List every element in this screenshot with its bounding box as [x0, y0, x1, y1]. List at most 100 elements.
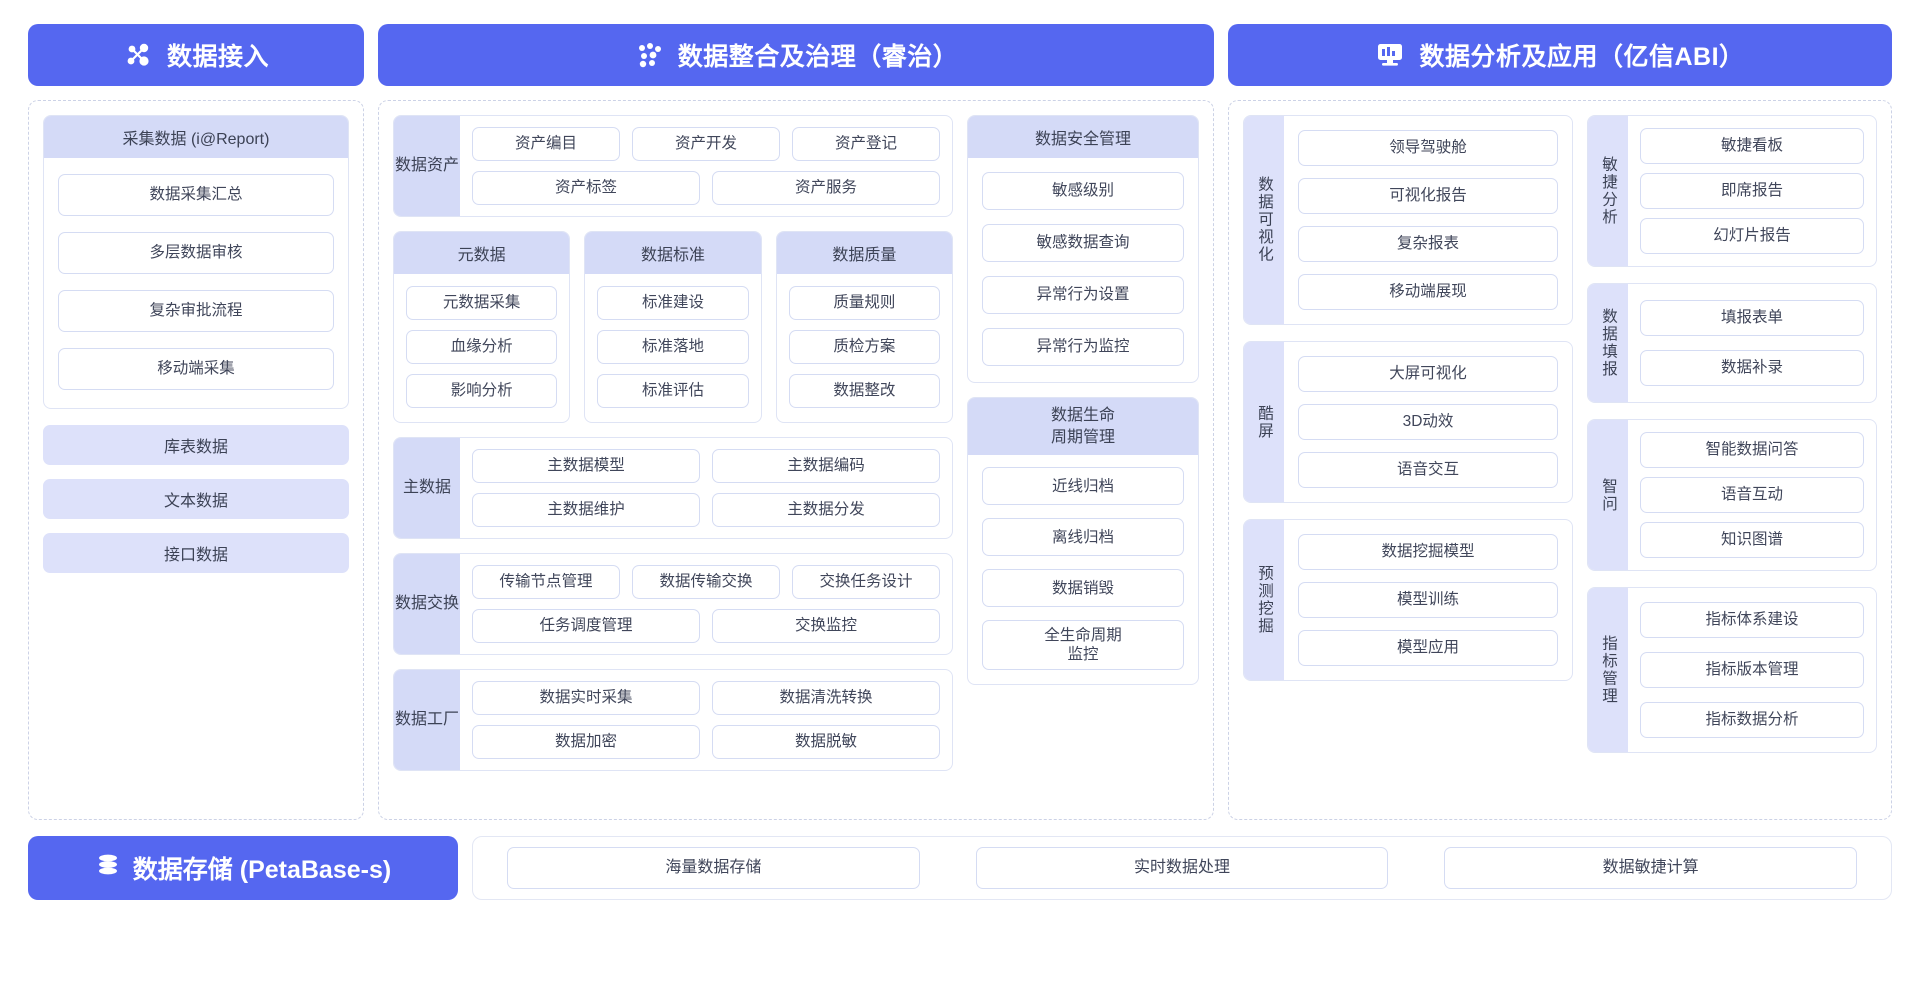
smart-query-item[interactable]: 语音互动	[1640, 477, 1864, 513]
master-data-item[interactable]: 主数据维护	[472, 493, 700, 527]
data-exchange-item[interactable]: 任务调度管理	[472, 609, 700, 643]
storage-item[interactable]: 数据敏捷计算	[1444, 847, 1858, 889]
cool-screen-item[interactable]: 3D动效	[1298, 404, 1558, 440]
data-security-item[interactable]: 敏感数据查询	[982, 224, 1184, 262]
storage-badge[interactable]: 数据存储 (PetaBase-s)	[28, 836, 458, 900]
data-asset-item[interactable]: 资产服务	[712, 171, 940, 205]
data-factory-item[interactable]: 数据加密	[472, 725, 700, 759]
governance-tri-panels: 元数据 元数据采集 血缘分析 影响分析 数据标准 标准建设	[393, 231, 953, 423]
smart-query-item[interactable]: 智能数据问答	[1640, 432, 1864, 468]
data-asset-item[interactable]: 资产开发	[632, 127, 780, 161]
data-lifecycle-item[interactable]: 近线归档	[982, 467, 1184, 506]
indicator-management-item[interactable]: 指标体系建设	[1640, 602, 1864, 638]
data-factory-item[interactable]: 数据脱敏	[712, 725, 940, 759]
data-quality-item[interactable]: 质量规则	[788, 286, 940, 320]
data-security-item[interactable]: 异常行为设置	[982, 276, 1184, 314]
column-body-data-ingest: 采集数据 (i@Report) 数据采集汇总 多层数据审核 复杂审批流程 移动端…	[28, 100, 364, 820]
data-lifecycle-panel: 数据生命 周期管理 近线归档 离线归档 数据销毁 全生命周期 监控	[967, 397, 1199, 686]
cool-screen-label: 酷屏	[1244, 342, 1284, 502]
data-visualization-item[interactable]: 领导驾驶舱	[1298, 130, 1558, 166]
data-reporting-item[interactable]: 数据补录	[1640, 350, 1864, 386]
data-security-item[interactable]: 敏感级别	[982, 172, 1184, 210]
data-dots-icon	[634, 40, 664, 70]
data-visualization-label: 数据可视化	[1244, 116, 1284, 324]
metadata-item[interactable]: 影响分析	[406, 374, 558, 408]
data-factory-items: 数据实时采集 数据清洗转换 数据加密 数据脱敏	[460, 670, 952, 770]
data-quality-item[interactable]: 数据整改	[788, 374, 940, 408]
metadata-item[interactable]: 元数据采集	[406, 286, 558, 320]
data-asset-item[interactable]: 资产标签	[472, 171, 700, 205]
data-standard-item[interactable]: 标准建设	[597, 286, 749, 320]
storage-item[interactable]: 海量数据存储	[507, 847, 920, 889]
data-reporting-item[interactable]: 填报表单	[1640, 300, 1864, 336]
data-quality-panel-title: 数据质量	[776, 232, 952, 274]
database-icon	[95, 852, 121, 885]
master-data-label: 主数据	[394, 438, 460, 538]
data-quality-item[interactable]: 质检方案	[788, 330, 940, 364]
data-asset-item[interactable]: 资产编目	[472, 127, 620, 161]
agile-analysis-item[interactable]: 敏捷看板	[1640, 128, 1864, 164]
ingest-source-item[interactable]: 接口数据	[43, 533, 349, 573]
data-exchange-items: 传输节点管理 数据传输交换 交换任务设计 任务调度管理 交换监控	[460, 554, 952, 654]
data-quality-panel: 数据质量 质量规则 质检方案 数据整改	[775, 231, 953, 423]
data-lifecycle-item[interactable]: 离线归档	[982, 518, 1184, 557]
agile-analysis-item[interactable]: 即席报告	[1640, 173, 1864, 209]
storage-layer: 数据存储 (PetaBase-s) 海量数据存储 实时数据处理 数据敏捷计算	[28, 836, 1892, 900]
collect-item[interactable]: 复杂审批流程	[58, 290, 334, 332]
data-visualization-item[interactable]: 移动端展现	[1298, 274, 1558, 310]
governance-main-blocks: 数据资产 资产编目 资产开发 资产登记 资产标签 资产服务	[393, 115, 953, 771]
collect-item[interactable]: 移动端采集	[58, 348, 334, 390]
data-standard-item[interactable]: 标准落地	[597, 330, 749, 364]
storage-item[interactable]: 实时数据处理	[975, 847, 1389, 889]
predictive-mining-item[interactable]: 数据挖掘模型	[1298, 534, 1558, 570]
column-body-data-analytics: 数据可视化 领导驾驶舱 可视化报告 复杂报表 移动端展现 酷屏 大屏	[1228, 100, 1892, 820]
column-data-ingest: 数据接入 采集数据 (i@Report) 数据采集汇总 多层数据审核 复杂审批流…	[28, 24, 364, 820]
master-data-block: 主数据 主数据模型 主数据编码 主数据维护 主数据分发	[393, 437, 953, 539]
data-lifecycle-item[interactable]: 数据销毁	[982, 569, 1184, 608]
data-exchange-item[interactable]: 交换任务设计	[792, 565, 940, 599]
data-factory-item[interactable]: 数据清洗转换	[712, 681, 940, 715]
data-lifecycle-title-line-1: 数据生命	[1050, 407, 1115, 424]
column-header-data-ingest[interactable]: 数据接入	[28, 24, 364, 86]
indicator-management-item[interactable]: 指标数据分析	[1640, 702, 1864, 738]
data-standard-panel: 数据标准 标准建设 标准落地 标准评估	[584, 231, 762, 423]
column-header-data-analytics[interactable]: 数据分析及应用（亿信ABI）	[1228, 24, 1892, 86]
data-visualization-item[interactable]: 可视化报告	[1298, 178, 1558, 214]
data-visualization-item[interactable]: 复杂报表	[1298, 226, 1558, 262]
data-lifecycle-item[interactable]: 全生命周期 监控	[982, 620, 1184, 671]
network-nodes-icon	[123, 40, 153, 70]
metadata-panel: 元数据 元数据采集 血缘分析 影响分析	[393, 231, 571, 423]
data-exchange-item[interactable]: 传输节点管理	[472, 565, 620, 599]
data-exchange-item[interactable]: 数据传输交换	[632, 565, 780, 599]
master-data-item[interactable]: 主数据分发	[712, 493, 940, 527]
column-header-data-governance[interactable]: 数据整合及治理（睿治）	[378, 24, 1214, 86]
data-asset-block: 数据资产 资产编目 资产开发 资产登记 资产标签 资产服务	[393, 115, 953, 217]
column-data-analytics: 数据分析及应用（亿信ABI） 数据可视化 领导驾驶舱 可视化报告 复杂报表 移动…	[1228, 24, 1892, 820]
master-data-item[interactable]: 主数据模型	[472, 449, 700, 483]
indicator-management-item[interactable]: 指标版本管理	[1640, 652, 1864, 688]
ingest-source-item[interactable]: 库表数据	[43, 425, 349, 465]
cool-screen-item[interactable]: 语音交互	[1298, 452, 1558, 488]
predictive-mining-item[interactable]: 模型训练	[1298, 582, 1558, 618]
cool-screen-item[interactable]: 大屏可视化	[1298, 356, 1558, 392]
data-exchange-item[interactable]: 交换监控	[712, 609, 940, 643]
ingest-source-item[interactable]: 文本数据	[43, 479, 349, 519]
collect-item[interactable]: 数据采集汇总	[58, 174, 334, 216]
predictive-mining-label: 预测挖掘	[1244, 520, 1284, 680]
top-columns: 数据接入 采集数据 (i@Report) 数据采集汇总 多层数据审核 复杂审批流…	[28, 24, 1892, 820]
data-security-item[interactable]: 异常行为监控	[982, 328, 1184, 366]
data-asset-item[interactable]: 资产登记	[792, 127, 940, 161]
indicator-management-block: 指标管理 指标体系建设 指标版本管理 指标数据分析	[1587, 587, 1877, 753]
collect-data-panel-title: 采集数据 (i@Report)	[44, 116, 348, 158]
smart-query-block: 智问 智能数据问答 语音互动 知识图谱	[1587, 419, 1877, 571]
data-asset-label: 数据资产	[394, 116, 460, 216]
data-standard-item[interactable]: 标准评估	[597, 374, 749, 408]
collect-item[interactable]: 多层数据审核	[58, 232, 334, 274]
agile-analysis-item[interactable]: 幻灯片报告	[1640, 218, 1864, 254]
predictive-mining-item[interactable]: 模型应用	[1298, 630, 1558, 666]
master-data-item[interactable]: 主数据编码	[712, 449, 940, 483]
smart-query-item[interactable]: 知识图谱	[1640, 522, 1864, 558]
data-factory-item[interactable]: 数据实时采集	[472, 681, 700, 715]
metadata-item[interactable]: 血缘分析	[406, 330, 558, 364]
